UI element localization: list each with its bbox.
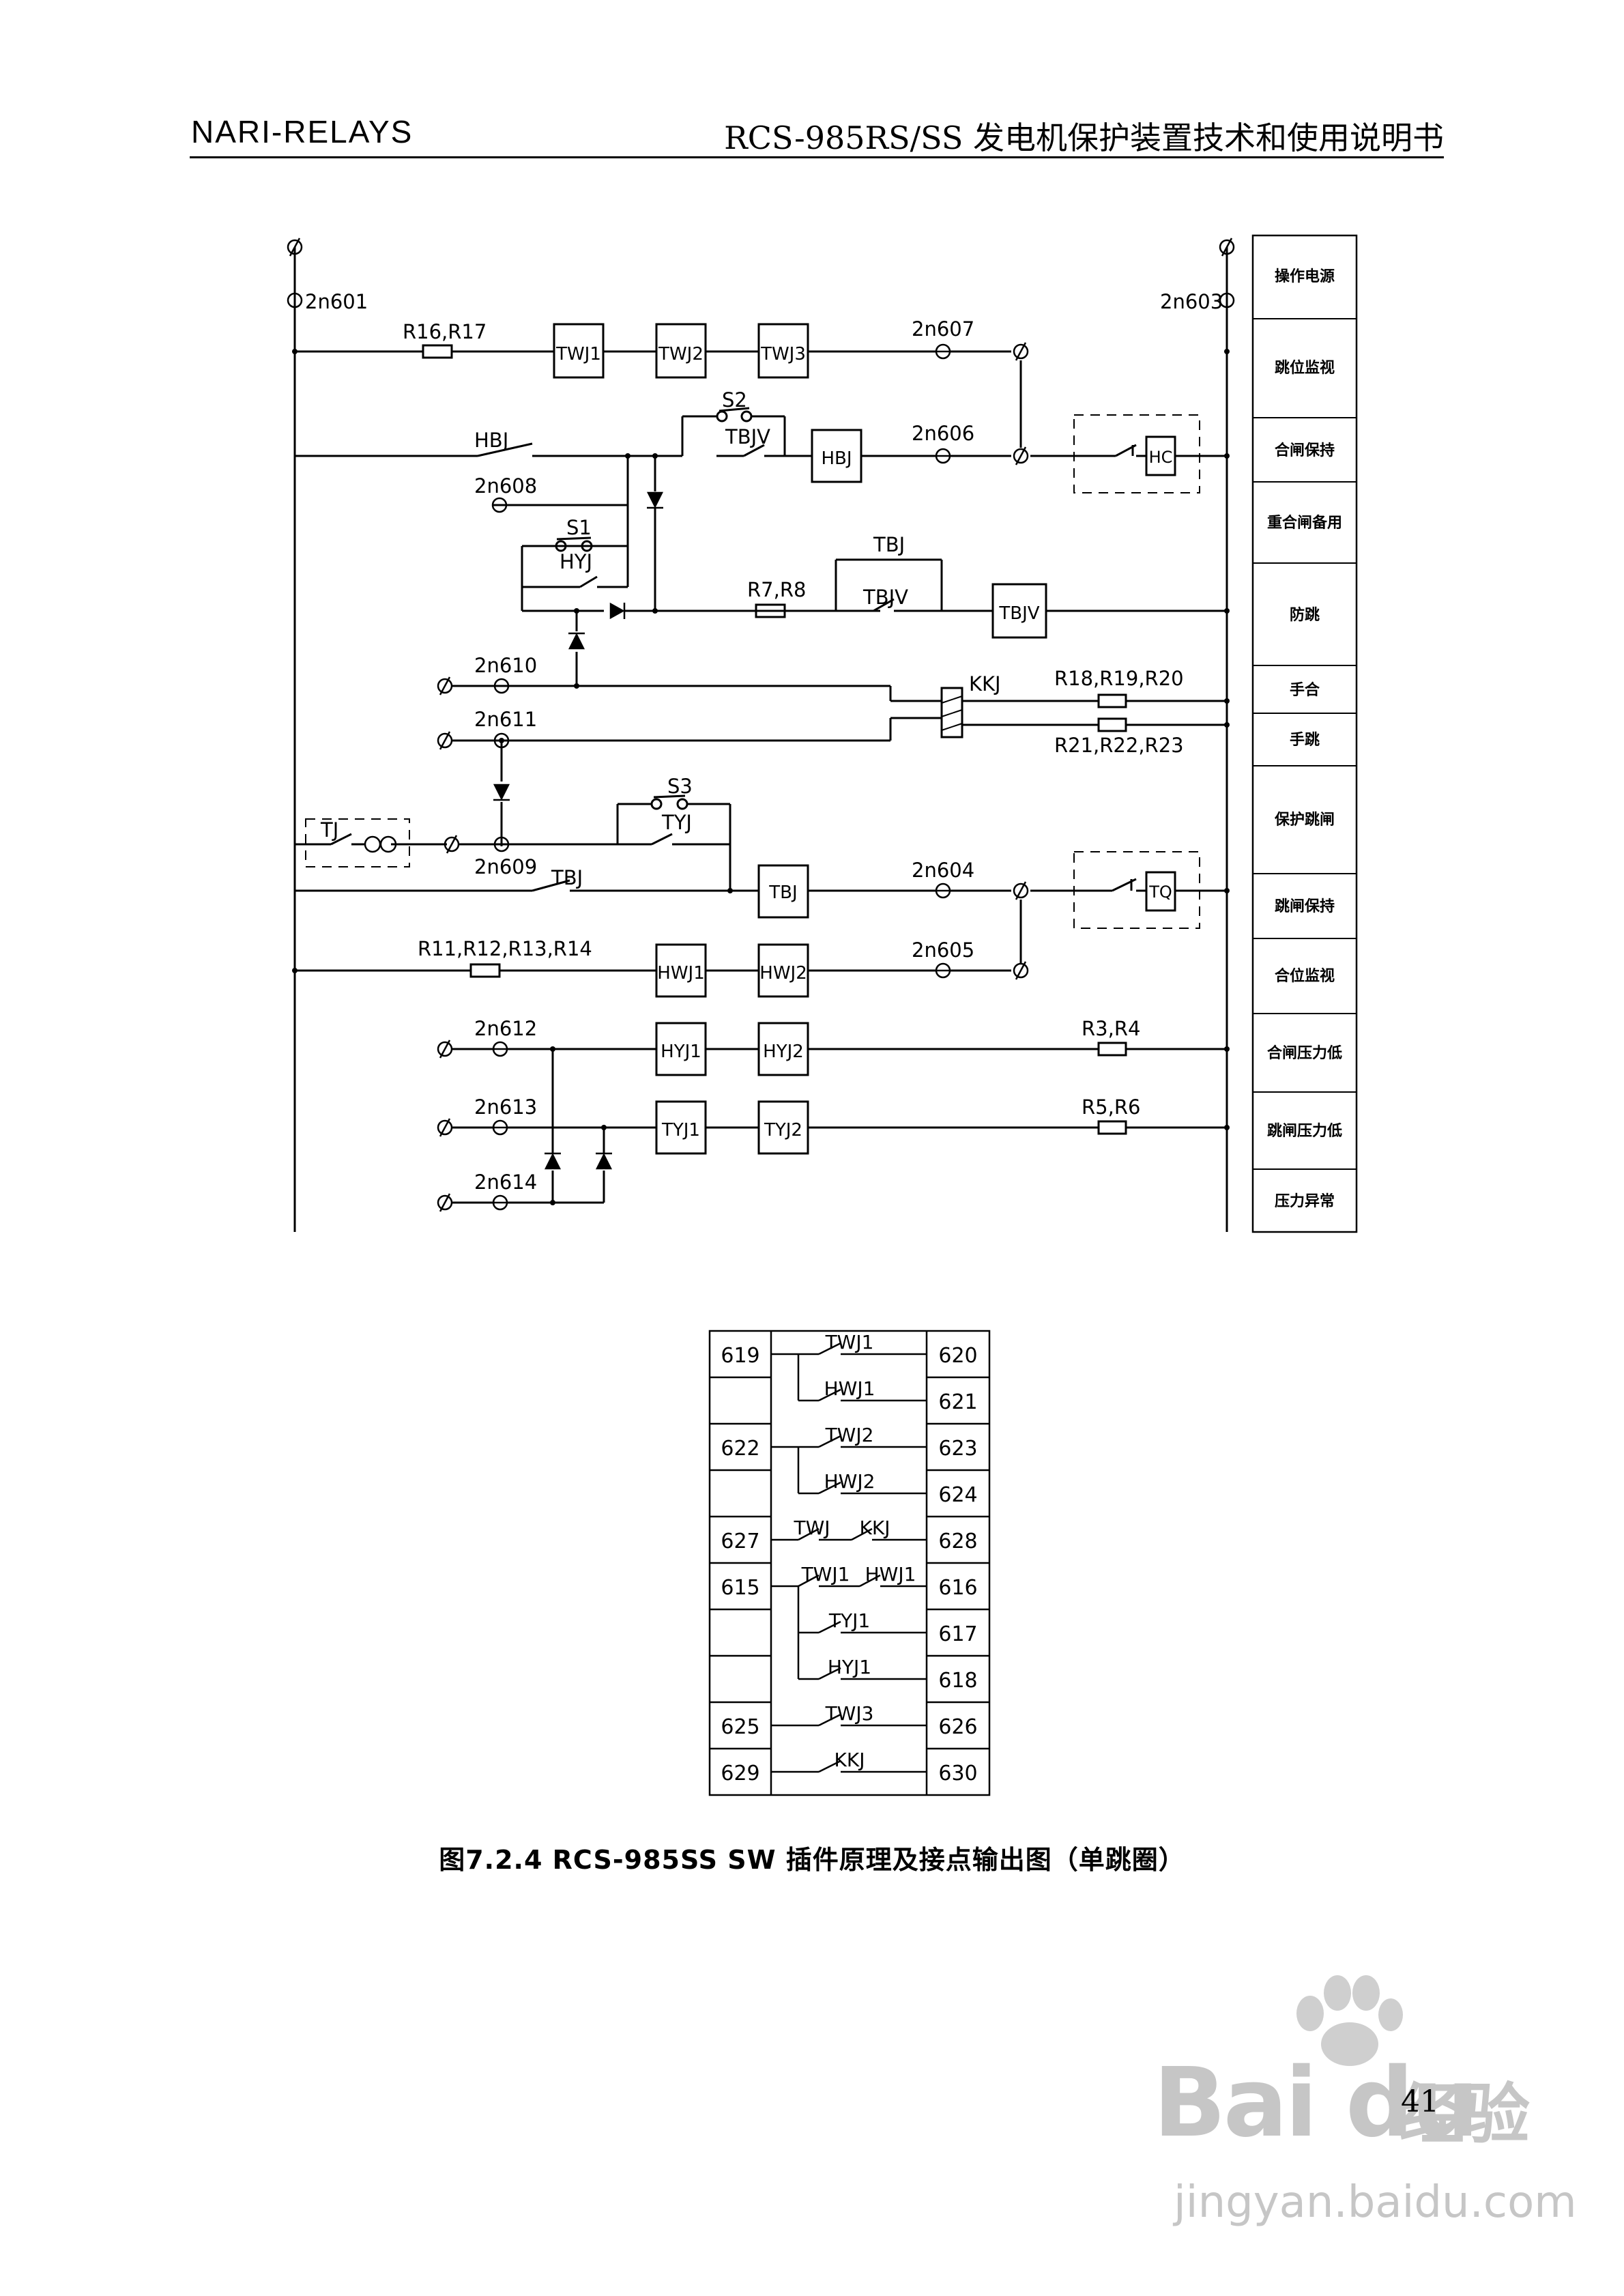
side-label-2: 合闸保持: [1275, 442, 1335, 459]
table-right-9: 630: [938, 1762, 977, 1785]
label-2n611: 2n611: [474, 708, 537, 731]
side-label-3: 重合闸备用: [1267, 514, 1342, 532]
side-label-5: 手合: [1290, 681, 1320, 699]
side-label-4: 防跳: [1290, 606, 1320, 624]
table-left-2: 622: [721, 1437, 759, 1461]
label-hyj2-coil: HYJ2: [763, 1042, 804, 1062]
table-right-1: 621: [938, 1390, 977, 1414]
label-tbjv-contact-2: TBJV: [862, 586, 908, 609]
label-hyj1-coil: HYJ1: [661, 1042, 701, 1062]
label-r21: R21,R22,R23: [1054, 734, 1184, 757]
page-number: 41: [1401, 2084, 1439, 2119]
label-2n609: 2n609: [474, 855, 537, 878]
label-hbj-coil: HBJ: [821, 448, 852, 469]
table-contact-twj1b: TWJ1: [801, 1563, 850, 1585]
label-2n610: 2n610: [474, 654, 537, 677]
table-contact-hwj2: HWJ2: [824, 1470, 875, 1493]
figure-caption: 图7.2.4 RCS-985SS SW 插件原理及接点输出图（单跳圈）: [439, 1845, 1185, 1875]
label-s1: S1: [566, 516, 592, 539]
watermark-logo: Bai du: [1153, 2048, 1479, 2159]
label-tbj-contact: TBJ: [873, 533, 905, 556]
label-kkj: KKJ: [969, 672, 1001, 695]
side-label-10: 合闸压力低: [1267, 1044, 1342, 1062]
table-left-9: 629: [721, 1762, 759, 1785]
label-twj1-coil: TWJ1: [555, 344, 601, 364]
table-contact-kkj: KKJ: [860, 1517, 890, 1539]
label-2n608: 2n608: [474, 474, 537, 498]
label-r16r17: R16,R17: [403, 320, 487, 343]
side-label-0: 操作电源: [1275, 268, 1335, 285]
table-right-7: 618: [938, 1669, 977, 1693]
label-tbjv-contact: TBJV: [725, 425, 770, 448]
table-left-0: 619: [721, 1344, 759, 1368]
label-2n605: 2n605: [912, 938, 974, 962]
side-label-1: 跳位监视: [1275, 359, 1335, 377]
label-s2: S2: [722, 388, 747, 412]
side-label-7: 保护跳闸: [1274, 811, 1335, 829]
table-contact-tyj1: TYJ1: [828, 1609, 870, 1632]
label-tbj-contact-2: TBJ: [551, 866, 583, 889]
table-contact-hwj1: HWJ1: [824, 1377, 875, 1400]
table-right-6: 617: [938, 1622, 977, 1646]
label-hc: HC: [1149, 448, 1173, 467]
label-2n601: 2n601: [305, 290, 368, 313]
table-contact-twj2: TWJ2: [825, 1424, 874, 1446]
table-right-0: 620: [938, 1344, 977, 1368]
label-tq: TQ: [1148, 882, 1172, 902]
side-label-9: 合位监视: [1275, 967, 1335, 985]
table-right-2: 623: [938, 1437, 977, 1461]
label-2n612: 2n612: [474, 1017, 537, 1040]
header-right: RCS-985RS/SS 发电机保护装置技术和使用说明书: [724, 119, 1444, 156]
label-r11: R11,R12,R13,R14: [418, 937, 592, 960]
label-2n607: 2n607: [912, 317, 974, 341]
label-r3r4: R3,R4: [1082, 1017, 1140, 1040]
header-rule: [190, 156, 1444, 158]
label-2n613: 2n613: [474, 1095, 537, 1119]
label-r18: R18,R19,R20: [1054, 667, 1184, 690]
side-label-8: 跳闸保持: [1275, 898, 1335, 915]
label-tyj2-coil: TYJ2: [764, 1120, 802, 1140]
label-r5r6: R5,R6: [1082, 1095, 1140, 1119]
header-left: NARI-RELAYS: [191, 114, 414, 149]
label-tbj-coil: TBJ: [768, 882, 797, 903]
label-twj3-coil: TWJ3: [760, 344, 806, 364]
label-2n603: 2n603: [1160, 290, 1223, 313]
table-right-5: 616: [938, 1576, 977, 1600]
label-2n606: 2n606: [912, 422, 974, 445]
table-right-3: 624: [938, 1483, 977, 1507]
side-label-12: 压力异常: [1275, 1192, 1335, 1210]
label-hbj-contact: HBJ: [474, 429, 508, 452]
label-twj2-coil: TWJ2: [658, 344, 704, 364]
table-contact-hyj1: HYJ1: [828, 1656, 871, 1678]
label-hwj2-coil: HWJ2: [759, 963, 807, 984]
table-right-8: 626: [938, 1715, 977, 1739]
table-contact-twj: TWJ: [793, 1517, 830, 1539]
label-r7r8: R7,R8: [747, 578, 806, 601]
label-2n614: 2n614: [474, 1171, 537, 1194]
label-2n604: 2n604: [912, 859, 974, 882]
table-left-8: 625: [721, 1715, 759, 1739]
label-tj: TJ: [320, 818, 338, 842]
watermark-url: jingyan.baidu.com: [1174, 2177, 1577, 2228]
table-contact-hwj1b: HWJ1: [865, 1563, 916, 1585]
label-hyj-contact: HYJ: [560, 550, 592, 573]
table-contact-kkj2: KKJ: [835, 1749, 865, 1771]
table-left-5: 615: [721, 1576, 759, 1600]
label-hwj1-coil: HWJ1: [657, 963, 704, 984]
side-label-11: 跳闸压力低: [1267, 1122, 1342, 1140]
table-contact-twj1: TWJ1: [825, 1331, 874, 1353]
table-right-4: 628: [938, 1530, 977, 1553]
side-label-6: 手跳: [1290, 731, 1320, 749]
label-tbjv-coil: TBJV: [998, 603, 1039, 624]
label-tyj-contact: TYJ: [661, 811, 692, 834]
label-tyj1-coil: TYJ1: [661, 1120, 700, 1140]
paw-logo-icon: [1296, 1975, 1403, 2066]
watermark-cn: 经验: [1399, 2076, 1530, 2153]
table-contact-twj3: TWJ3: [825, 1702, 874, 1725]
table-left-4: 627: [721, 1530, 759, 1553]
label-s3: S3: [667, 775, 693, 798]
